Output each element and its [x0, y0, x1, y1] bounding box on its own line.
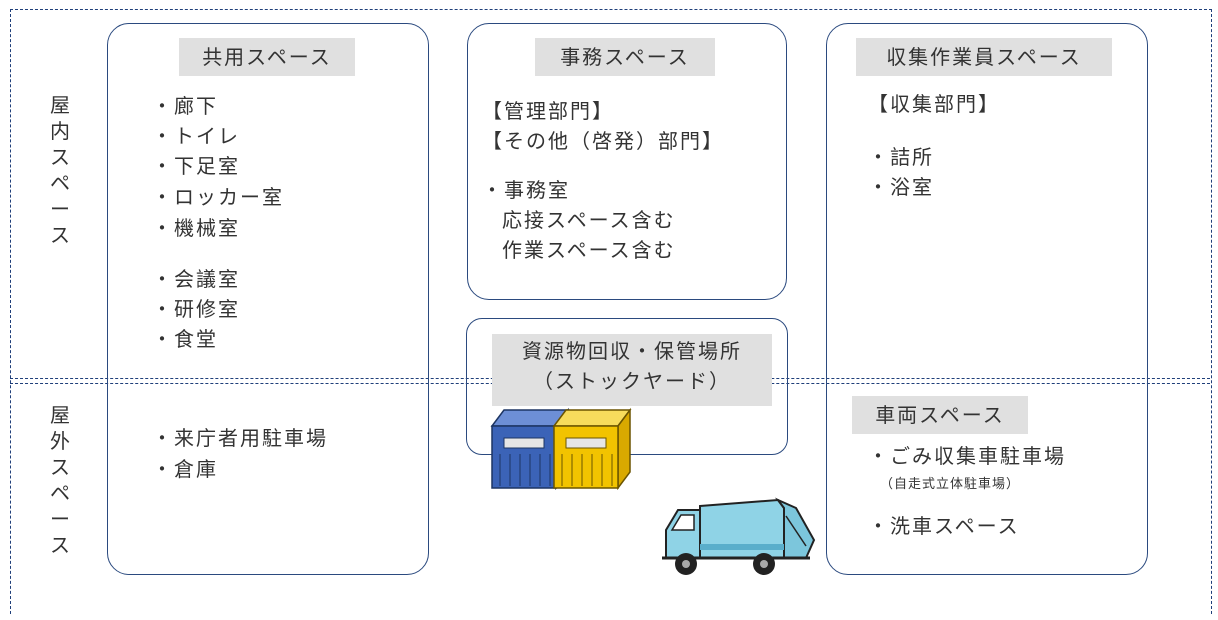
collector-item-station: ・詰所 [868, 145, 934, 169]
stockyard-title-line1: 資源物回収・保管場所 [522, 339, 742, 363]
common-item-meeting-room: ・会議室 [152, 267, 240, 291]
common-item-training-room: ・研修室 [152, 297, 240, 321]
office-item-work-space: 作業スペース含む [502, 238, 676, 262]
office-dept-other: 【その他（啓発）部門】 [482, 129, 724, 153]
garbage-truck-icon [662, 497, 816, 575]
yellow-bin-icon [552, 407, 632, 490]
common-item-locker-room: ・ロッカー室 [152, 185, 284, 209]
common-item-corridor: ・廊下 [152, 94, 218, 118]
outer-dashed-border [10, 9, 1212, 614]
office-space-title: 事務スペース [535, 38, 715, 76]
common-space-title: 共用スペース [179, 38, 355, 76]
common-item-warehouse: ・倉庫 [152, 457, 218, 481]
common-item-shoe-room: ・下足室 [152, 154, 240, 178]
stockyard-title-line2: （ストックヤード） [533, 369, 731, 393]
vehicle-item-car-wash: ・洗車スペース [868, 514, 1020, 538]
collector-dept: 【収集部門】 [868, 92, 1000, 116]
vehicle-item-truck-parking-note: （自走式立体駐車場） [880, 477, 1021, 492]
recycling-bins-icon [490, 407, 632, 490]
collector-space-title: 収集作業員スペース [856, 38, 1112, 76]
office-dept-management: 【管理部門】 [482, 99, 614, 123]
outdoor-space-label: 屋外 スペ ース [50, 403, 70, 557]
collector-space-box [826, 23, 1148, 575]
vehicle-item-truck-parking: ・ごみ収集車駐車場 [868, 444, 1066, 468]
office-item-reception: 応接スペース含む [502, 208, 676, 232]
common-space-box [107, 23, 429, 575]
office-space-box [467, 23, 787, 300]
vehicle-space-title: 車両スペース [852, 396, 1028, 434]
common-item-toilet: ・トイレ [152, 124, 240, 148]
office-item-office-room: ・事務室 [482, 178, 570, 202]
indoor-space-label: 屋内 スペ ース [50, 93, 70, 247]
common-item-machine-room: ・機械室 [152, 216, 240, 240]
common-item-cafeteria: ・食堂 [152, 327, 218, 351]
common-item-visitor-parking: ・来庁者用駐車場 [152, 426, 328, 450]
collector-item-bathroom: ・浴室 [868, 175, 934, 199]
stockyard-title: 資源物回収・保管場所 （ストックヤード） [492, 334, 772, 406]
